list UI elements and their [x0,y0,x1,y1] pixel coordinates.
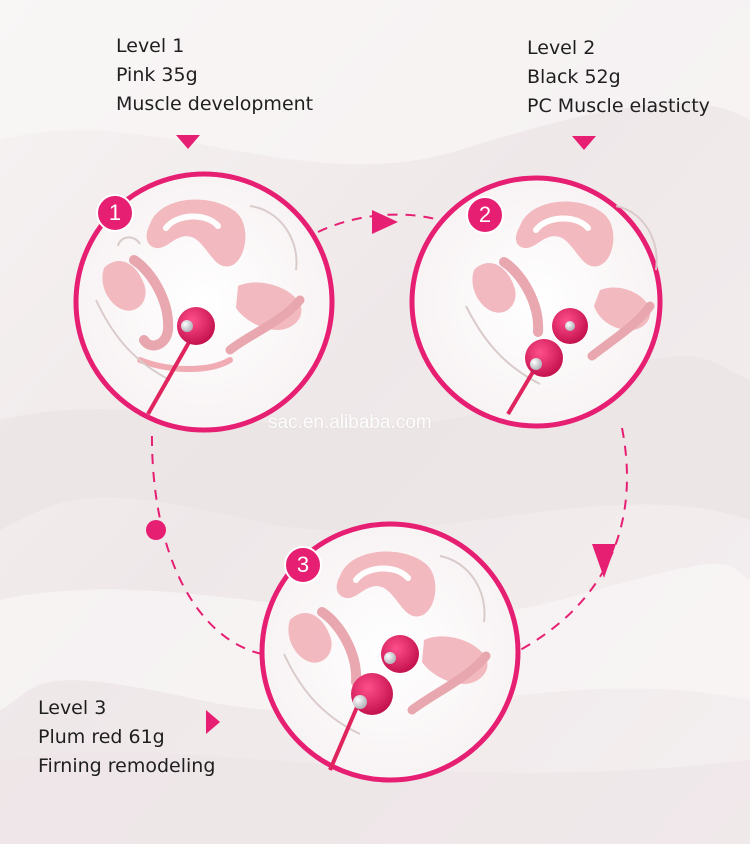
level-1-benefit: Muscle development [116,93,314,115]
level-1-title: Level 1 [116,35,185,57]
level-1-weight: Pink 35g [116,64,198,86]
triangle-down-icon [592,544,616,578]
level-3-title: Level 3 [38,697,107,719]
level-2-benefit: PC Muscle elasticty [527,95,710,117]
step-3-badge: 3 [284,546,322,584]
connector-3-1 [150,427,263,655]
level-3-label: Level 3 Plum red 61g Firning remodeling [38,694,215,781]
triangle-right-icon [372,210,398,234]
triangle-right-icon [206,710,220,734]
path-dot [146,520,166,540]
scene-2 [409,175,663,429]
level-2-label: Level 2 Black 52g PC Muscle elasticty [527,34,710,121]
level-2-title: Level 2 [527,37,596,59]
scene-1 [73,171,335,433]
step-1-badge: 1 [96,194,134,232]
triangle-down-icon [176,135,200,149]
watermark: sac.en.alibaba.com [268,412,432,433]
scene-3 [259,521,521,783]
triangle-down-icon [572,136,596,150]
step-2-badge: 2 [466,196,504,234]
level-1-label: Level 1 Pink 35g Muscle development [116,32,313,119]
level-2-weight: Black 52g [527,66,621,88]
level-3-benefit: Firning remodeling [38,755,216,777]
level-3-weight: Plum red 61g [38,726,165,748]
